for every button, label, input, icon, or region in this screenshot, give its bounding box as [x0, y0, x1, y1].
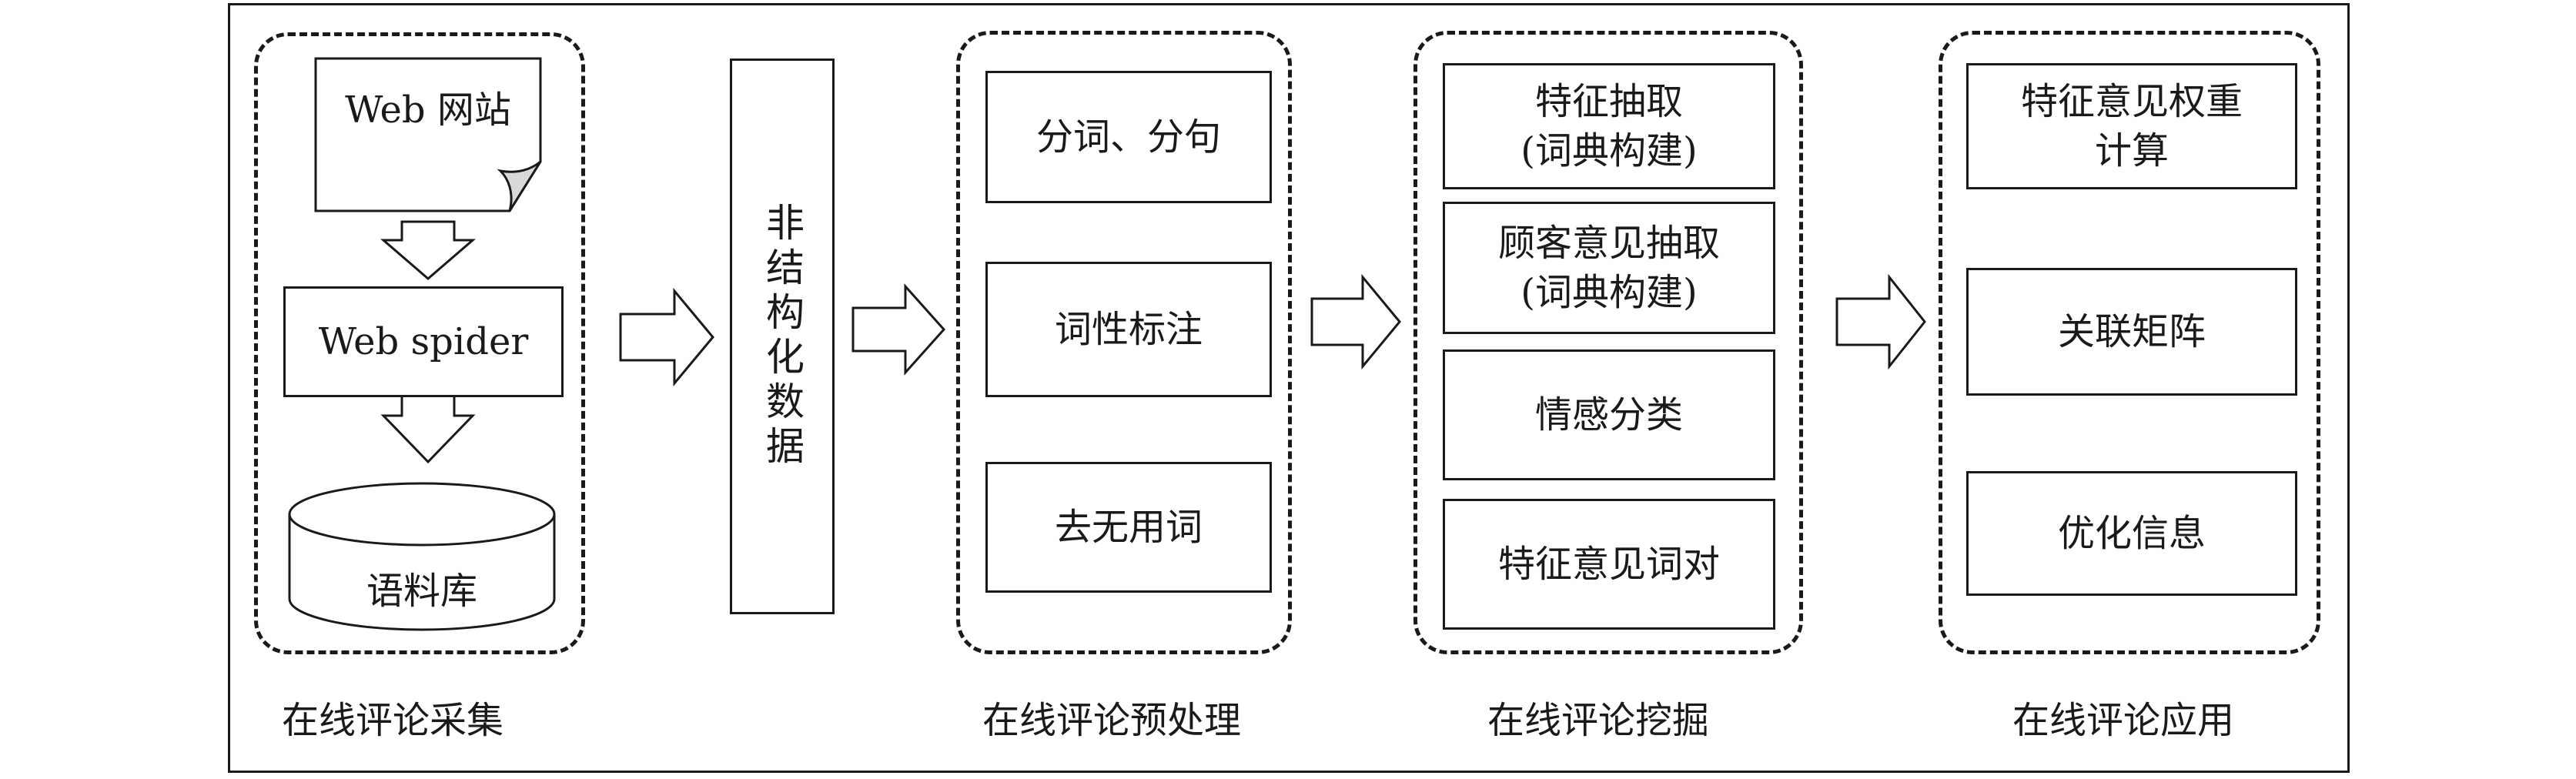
mining-caption: 在线评论挖掘 [1487, 699, 1710, 742]
optimization-info-label: 优化信息 [2057, 512, 2206, 555]
stopword-removal-box: 去无用词 [985, 462, 1272, 593]
corpus-label-box: 语料库 [289, 554, 554, 628]
sentiment-classification-box: 情感分类 [1443, 349, 1775, 480]
association-matrix-label: 关联矩阵 [2057, 310, 2206, 353]
web-site-label: Web 网站 [345, 89, 511, 132]
optimization-info-box: 优化信息 [1966, 471, 2297, 596]
preprocessing-group [956, 31, 1292, 654]
application-caption: 在线评论应用 [2012, 699, 2235, 742]
pos-tagging-box: 词性标注 [985, 262, 1272, 397]
application-group [1939, 31, 2320, 654]
feature-extraction-label: 特征抽取 (词典构建) [1521, 80, 1698, 172]
pos-tagging-label: 词性标注 [1054, 308, 1203, 351]
collection-group [254, 32, 585, 654]
association-matrix-box: 关联矩阵 [1966, 268, 2297, 396]
feature-opinion-pair-label: 特征意见词对 [1497, 543, 1720, 586]
feature-opinion-weight-label: 特征意见权重 计算 [2020, 80, 2243, 172]
opinion-extraction-box: 顾客意见抽取 (词典构建) [1443, 202, 1775, 334]
diagram-frame [228, 3, 2350, 773]
unstructured-data-label: 非结构化数据 [760, 202, 805, 470]
feature-opinion-weight-box: 特征意见权重 计算 [1966, 63, 2297, 189]
sentiment-classification-label: 情感分类 [1534, 393, 1683, 436]
segmentation-box: 分词、分句 [985, 71, 1272, 203]
opinion-extraction-label: 顾客意见抽取 (词典构建) [1497, 222, 1720, 314]
unstructured-data-box: 非结构化数据 [730, 59, 835, 614]
web-site-label-box: Web 网站 [316, 59, 540, 162]
preprocessing-caption: 在线评论预处理 [982, 699, 1242, 742]
segmentation-label: 分词、分句 [1035, 115, 1221, 159]
collection-caption: 在线评论采集 [282, 699, 504, 742]
stopword-removal-label: 去无用词 [1054, 506, 1203, 549]
feature-extraction-box: 特征抽取 (词典构建) [1443, 63, 1775, 189]
web-spider-label: Web spider [318, 320, 529, 363]
mining-group [1413, 31, 1803, 654]
feature-opinion-pair-box: 特征意见词对 [1443, 499, 1775, 630]
web-spider-box: Web spider [283, 286, 564, 397]
corpus-label: 语料库 [366, 570, 477, 613]
